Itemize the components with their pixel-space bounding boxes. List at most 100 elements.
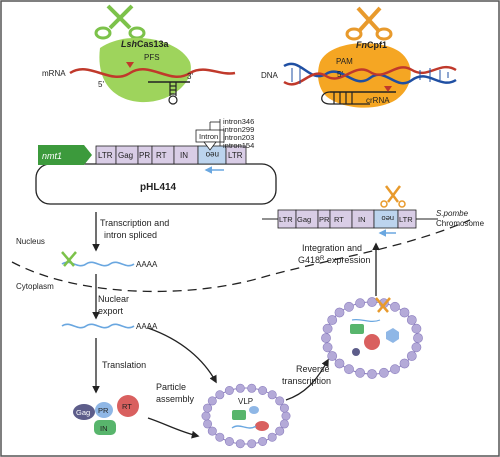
vlp-bead [279,419,289,429]
dna-rungs [291,66,449,84]
rt-protein [117,395,139,417]
cas13a-scissors-icon [94,4,146,40]
step-nuclear-2: export [98,306,124,316]
intron-299: intron299 [223,125,254,134]
step-integration-2: G418R expression [298,255,370,265]
chr-seg-ltr-right: LTR [399,215,413,224]
vlp-bead [327,351,338,361]
chr-seg-ltr-left: LTR [279,215,293,224]
vlp-bead [334,307,345,318]
vlp-bead [327,315,338,325]
mature-vlp-gag [352,348,360,356]
vlp-bead [411,342,422,353]
process-arrows [92,212,380,439]
pr-label: PR [98,406,109,415]
chr-organism: S.pombe [436,209,469,218]
plasmid-seg-gag: Gag [118,151,133,160]
vlp-bead [224,436,234,446]
step-translation: Translation [102,360,146,370]
nuclear-polya: AAAA [136,260,158,269]
vlp-mature [321,297,423,379]
vlp-bead [378,367,389,378]
intron-203: intron203 [223,133,254,142]
vlp-bead [224,385,234,395]
vlp-bead [279,403,289,413]
mrna-strand [69,68,236,78]
rt-label: RT [122,402,132,411]
vlp-bead [322,323,333,334]
chr-seg-rt: RT [334,215,344,224]
plasmid-seg-neo: neo [205,150,219,159]
vlp-bead [406,351,417,361]
cytoplasmic-mrna: AAAA [61,322,158,331]
mature-vlp-beads [321,297,423,379]
chr-ltr-right [397,209,417,229]
vlp-bead [258,436,268,446]
nuclear-mrna: AAAA [61,251,158,269]
cytoplasmic-polya: AAAA [136,322,158,331]
chr-seg-neo: neo [381,214,394,223]
vlp-bead [367,297,377,307]
mature-vlp-dna [351,318,381,323]
chromosome: LTR Gag PR RT IN neo LTR S.pombe Chromos… [262,185,485,237]
vlp-rna [231,425,257,429]
chr-seg-in: IN [358,215,366,224]
vlp-bead [344,364,354,375]
cas13a-title-italic: Lsh [121,39,138,49]
pr-protein [95,402,113,418]
vlp-bead [275,396,285,406]
plasmid-phl414: nmt1 LTR Gag PR RT IN neo LTR Intron int… [35,117,277,205]
vlp-bead [390,364,400,375]
chr-seg-pr: PR [319,215,330,224]
vlp-bead [207,396,217,406]
vlp-bead [235,383,245,393]
chr-label: Chromosome [436,219,485,228]
cpf1-crrna-label: crRNA [366,96,390,105]
cpf1-protein [318,43,411,108]
vlp-bead [207,426,217,436]
in-label: IN [100,424,108,433]
intron-box-label: Intron [199,132,218,141]
intron-insertion-icon [203,141,217,151]
nucleus-label: Nucleus [16,237,45,246]
mature-vlp-rt [364,334,380,350]
step-integration-superscript: R [320,256,325,262]
cpf1-cut-site-icon [384,86,392,92]
cas13a-5prime: 5' [98,80,104,89]
cas13a-panel: Lsh Cas13a PFS mRNA 5' 3' [42,4,236,105]
vlp-bead [399,358,410,369]
plasmid-seg-ltr-right: LTR [228,151,243,160]
step-transcription-1: Transcription and [100,218,169,228]
step-integration-g418: G418 [298,255,320,265]
vlp-bead [281,411,291,421]
vlp-bead [215,432,225,442]
intron-154: intron154 [223,141,254,150]
cpf1-title-italic: Fn [356,40,367,50]
step-transcription-2: intron spliced [104,230,157,240]
vlp-bead [413,333,423,343]
gag-label: Gag [76,408,90,417]
vlp-bead [411,323,422,334]
cas13a-pfs-label: PFS [144,53,160,62]
vlp-bead [344,301,354,312]
cpf1-5prime: 5' [337,70,343,79]
plasmid-name: pHL414 [140,182,177,193]
mrna-label: mRNA [42,69,66,78]
nuclear-mrna-strand [61,261,135,267]
intron-346: intron346 [223,117,254,126]
vlp-bead [406,315,417,325]
cas13a-3prime: 3' [187,72,193,81]
vlp-bead [322,342,333,353]
step-reverse-2: transcription [282,376,331,386]
nuclear-scissors-icon [61,251,77,267]
vlp-bead [321,333,331,343]
arrow-reverse-transcription [285,358,329,401]
vlp-bead [355,367,365,378]
plasmid-ltr-right [225,145,247,165]
step-nuclear-1: Nuclear [98,294,129,304]
vlp-bead [334,358,345,369]
vlp-bead [399,307,410,318]
